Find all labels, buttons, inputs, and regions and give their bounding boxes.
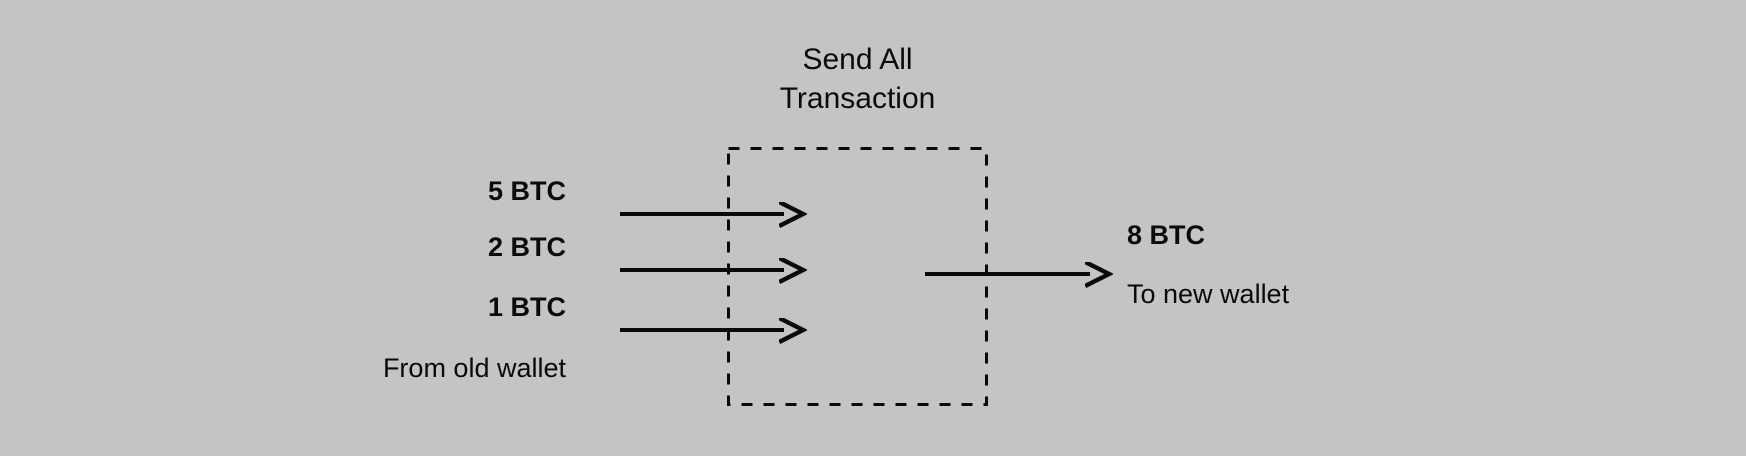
output-amount: 8 BTC bbox=[1127, 220, 1206, 250]
diagram-title-line-1: Send All bbox=[802, 43, 913, 76]
diagram-title-line-2: Transaction bbox=[779, 82, 936, 115]
transaction-box-outline bbox=[727, 147, 988, 406]
diagram-title: Send All Transaction bbox=[728, 40, 987, 118]
output-destination-caption: To new wallet bbox=[1127, 279, 1290, 309]
input-amount-2: 2 BTC bbox=[487, 232, 566, 262]
input-amount-3: 1 BTC bbox=[487, 292, 566, 322]
input-source-caption: From old wallet bbox=[382, 353, 566, 383]
input-amount-1: 5 BTC bbox=[487, 176, 566, 206]
